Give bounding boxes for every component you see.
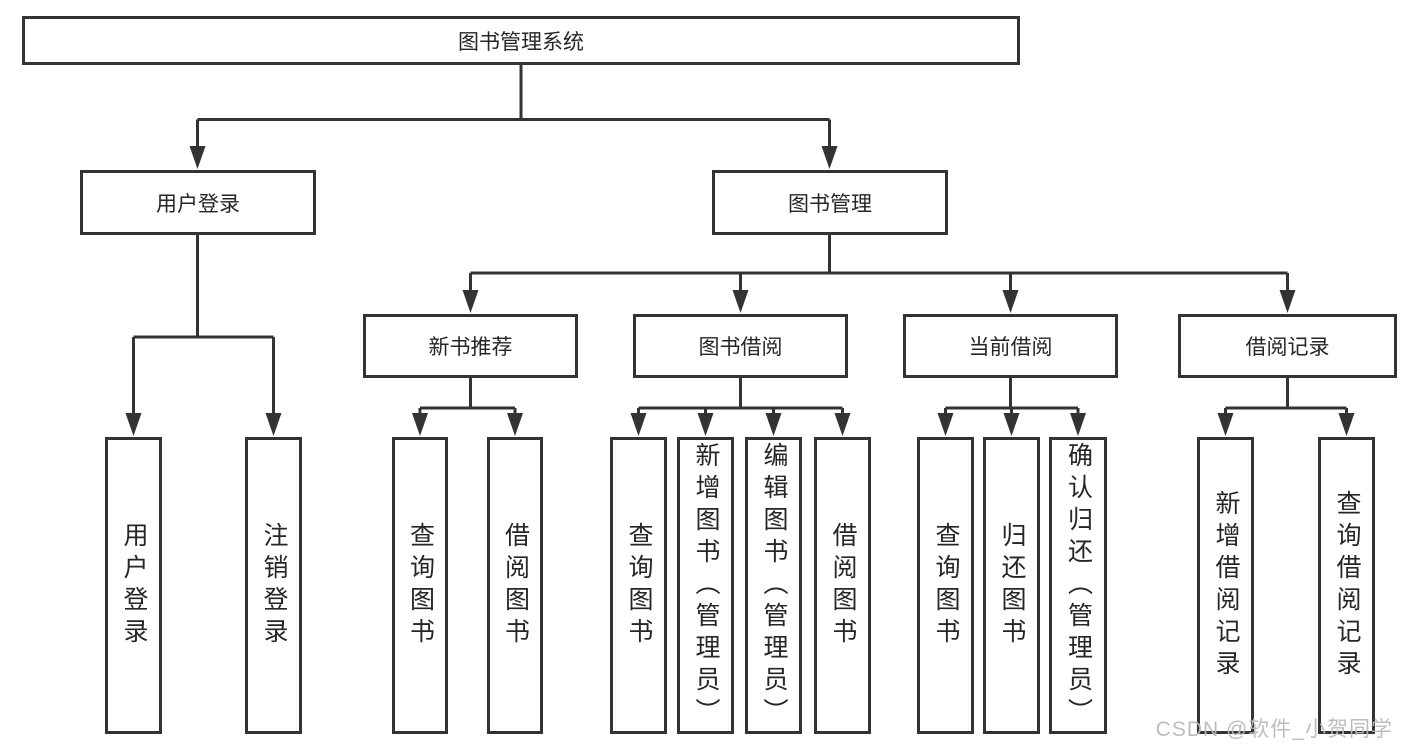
node-label: 借阅记录 [1245,336,1330,359]
node-label: 新书推荐 [428,336,513,359]
connector-current-to-leaves [937,378,1086,436]
csdn-watermark: CSDN @软件_小贺同学 [1155,718,1393,741]
connector-root-to-level2 [189,65,838,169]
leaf-label: 新增图书（管理员） [692,441,720,730]
leaf-label: 查询借阅记录 [1333,489,1361,682]
node-label: 图书借阅 [698,336,783,359]
leaf-label: 新增借阅记录 [1212,489,1240,682]
leaf-label: 查询图书 [932,521,960,650]
node-book-management: 图书管理 [712,170,948,235]
node-label: 图书管理系统 [458,30,584,54]
node-label: 用户登录 [156,192,240,216]
connector-newrec-to-leaves [412,378,523,436]
leaf-label: 查询图书 [625,521,653,650]
leaf-label: 编辑图书（管理员） [760,441,788,730]
leaf-borrow-books-newrec: 借阅图书 [487,437,543,734]
leaf-user-login: 用户登录 [105,437,162,734]
leaf-query-books-current: 查询图书 [917,437,974,734]
node-current-borrowing: 当前借阅 [903,314,1118,378]
leaf-edit-book-admin: 编辑图书（管理员） [745,437,802,734]
node-new-book-recommendation: 新书推荐 [363,314,578,378]
leaf-label: 查询图书 [406,521,435,650]
leaf-return-books: 归还图书 [983,437,1040,734]
connector-mgmt-to-level3 [462,235,1296,313]
node-book-borrowing: 图书借阅 [633,314,848,378]
leaf-label: 借阅图书 [501,521,530,650]
leaf-logout: 注销登录 [245,437,302,734]
leaf-add-book-admin: 新增图书（管理员） [677,437,734,734]
node-library-management-system: 图书管理系统 [22,16,1020,65]
leaf-label: 借阅图书 [829,521,857,650]
leaf-label: 用户登录 [120,521,148,650]
leaf-confirm-return-admin: 确认归还（管理员） [1049,437,1107,734]
leaf-borrow-books-borrow: 借阅图书 [814,437,871,734]
node-label: 当前借阅 [968,336,1053,359]
leaf-query-borrow-record: 查询借阅记录 [1318,437,1375,734]
leaf-label: 归还图书 [998,521,1026,650]
leaf-query-books-newrec: 查询图书 [392,437,448,734]
leaf-label: 确认归还（管理员） [1064,441,1093,730]
connector-login-to-leaves [125,235,282,436]
connector-borrow-to-leaves [630,378,851,436]
leaf-label: 注销登录 [260,521,288,650]
node-borrowing-records: 借阅记录 [1178,314,1397,378]
connector-records-to-leaves [1217,378,1355,436]
node-user-login: 用户登录 [80,170,316,235]
leaf-query-books-borrow: 查询图书 [610,437,667,734]
node-label: 图书管理 [788,192,872,216]
leaf-add-borrow-record: 新增借阅记录 [1197,437,1254,734]
